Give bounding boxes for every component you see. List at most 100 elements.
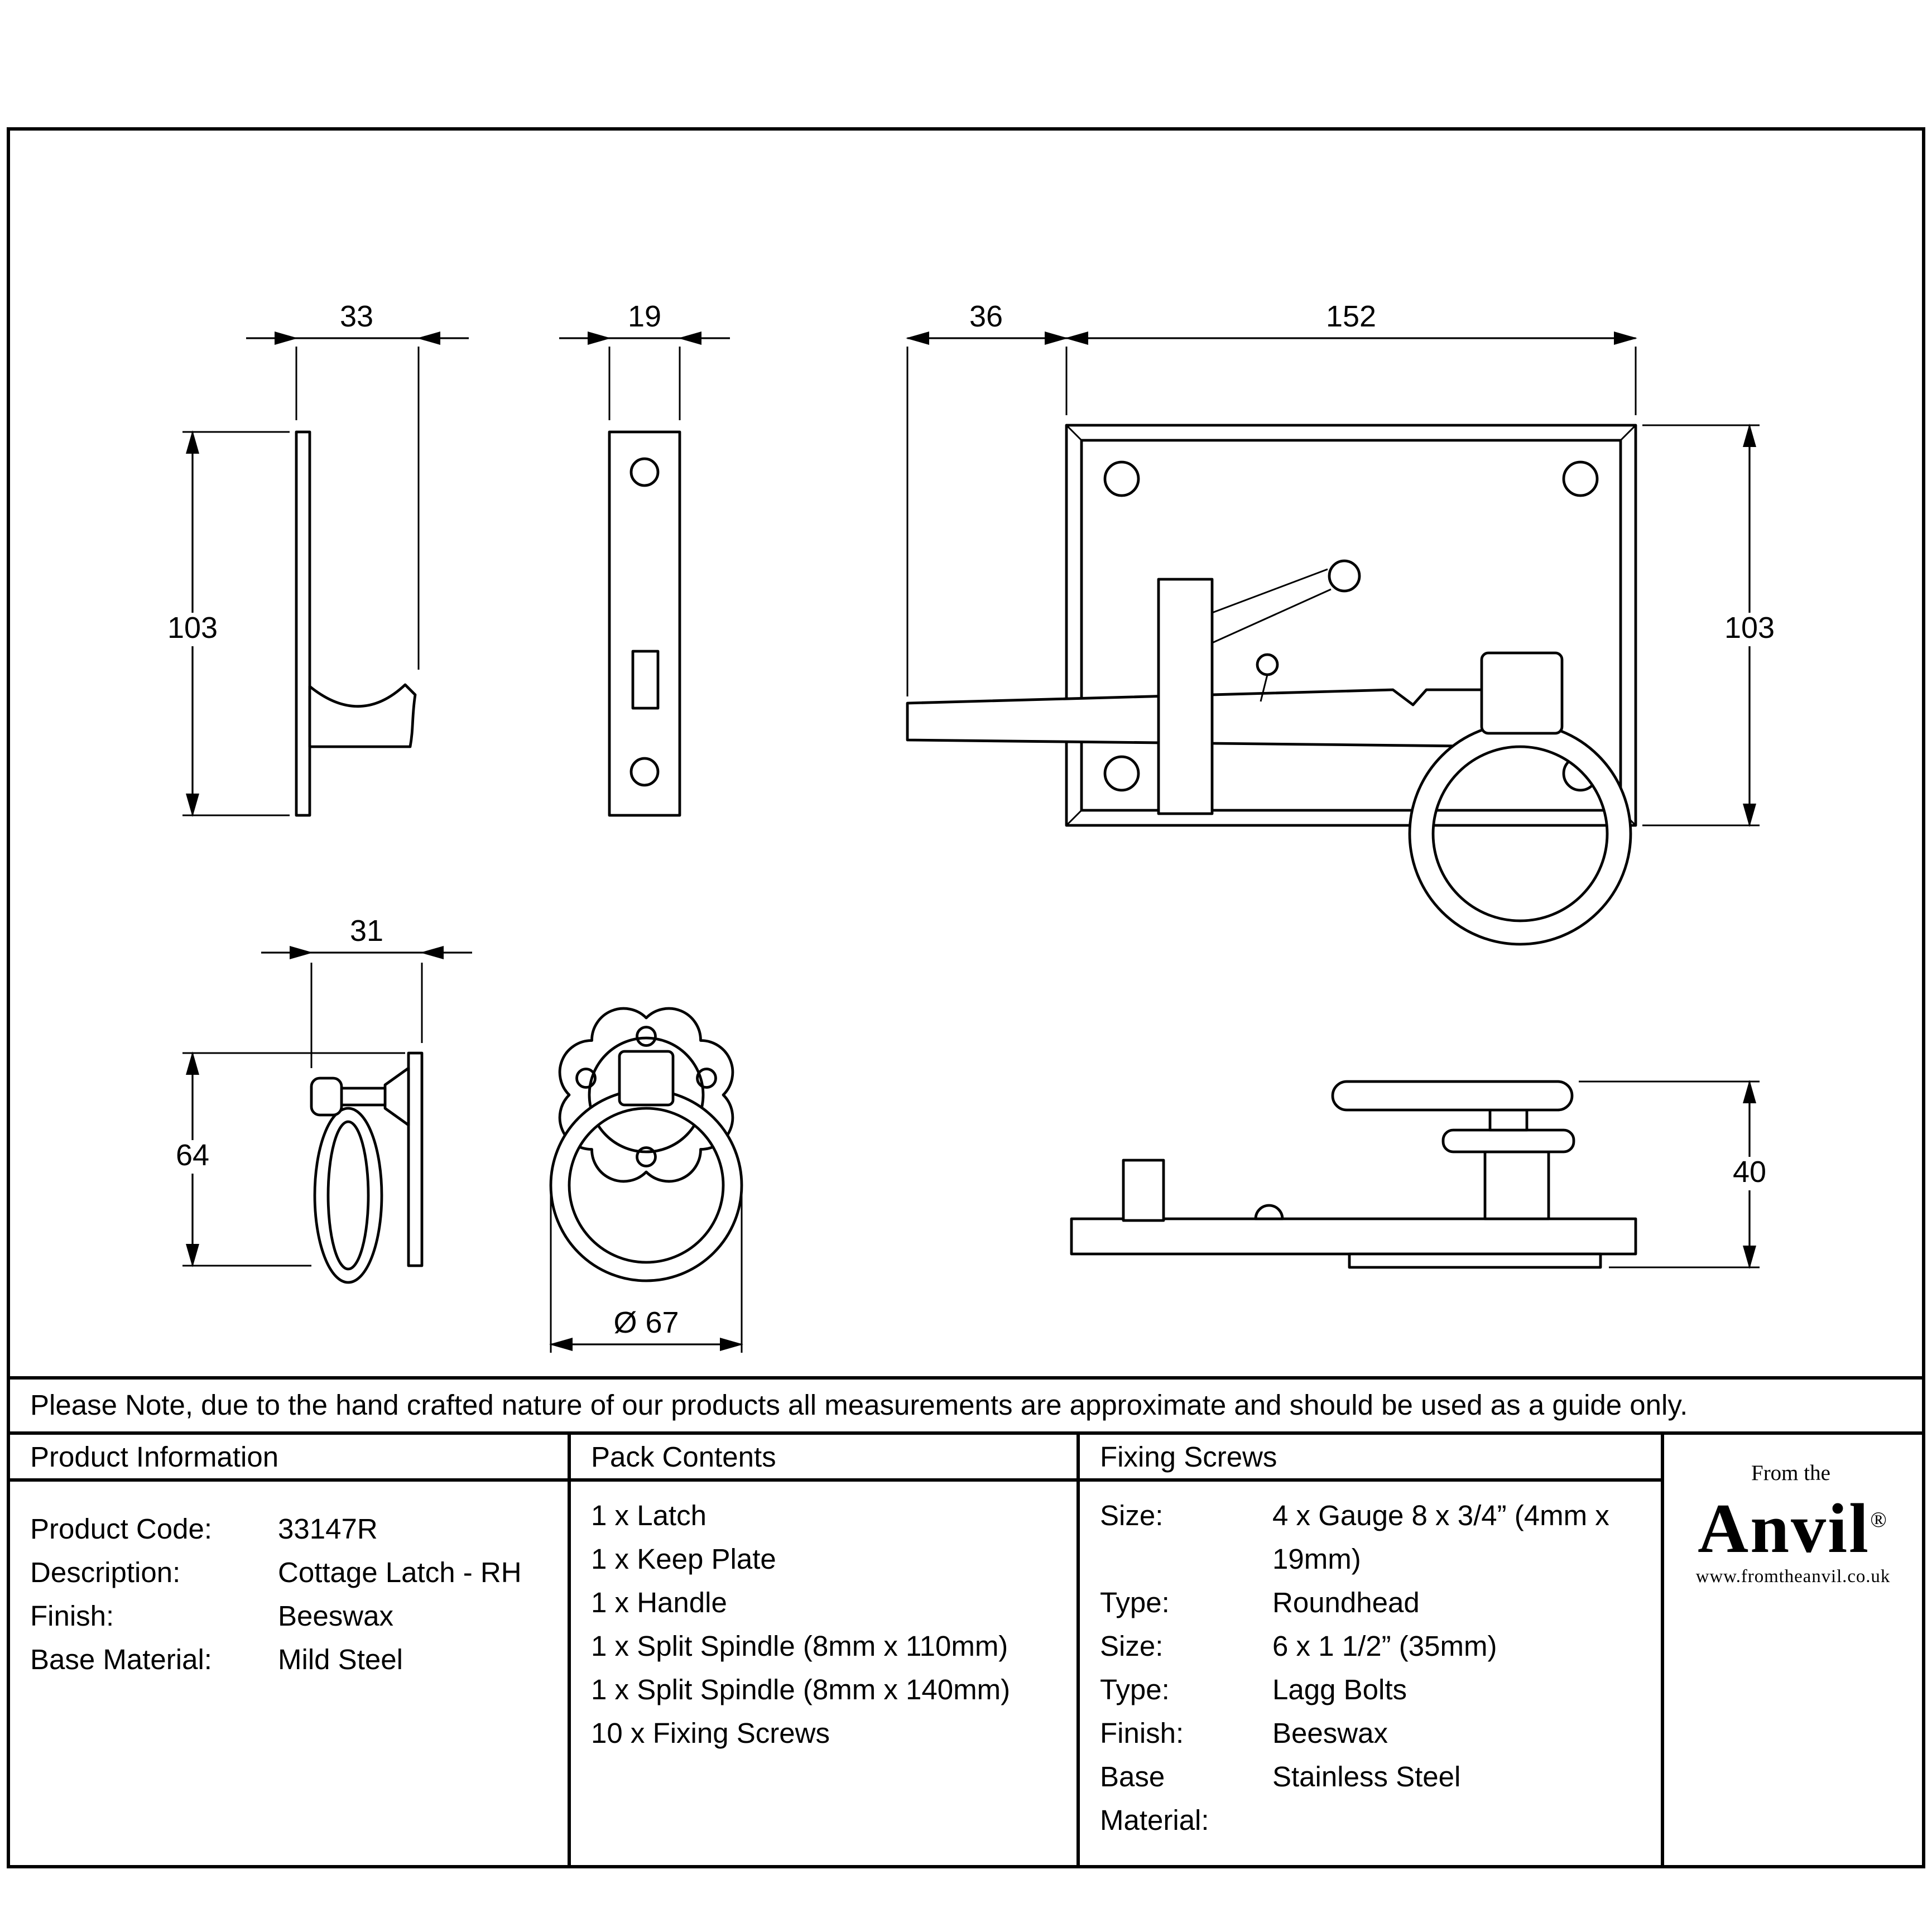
spring-ball (1328, 559, 1361, 593)
screw-hole (575, 1068, 597, 1089)
table-row: Finish: Beeswax (30, 1595, 547, 1639)
table-row: Type: Roundhead (1100, 1582, 1641, 1626)
screw-hole (629, 457, 660, 487)
row-label: Size: (1100, 1631, 1164, 1662)
row-value: Lagg Bolts (1272, 1674, 1407, 1706)
anvil-logo: From the Anvil® www.fromtheanvil.co.uk (1664, 1435, 1922, 1588)
row-label: Finish: (1100, 1718, 1184, 1750)
sheet-border-box: 33 103 19 (7, 127, 1925, 1868)
row-value: Roundhead (1272, 1587, 1420, 1619)
row-label: Product Code: (30, 1513, 213, 1545)
latch-front-view: 36 152 103 (906, 300, 1780, 946)
dim-ring-diameter: Ø 67 (613, 1306, 679, 1339)
keeper-plan (1122, 1159, 1165, 1222)
product-information-header: Product Information (10, 1435, 568, 1482)
table-row: Type: Lagg Bolts (1100, 1669, 1641, 1713)
dim-stack-height: 40 (1733, 1155, 1766, 1189)
row-label: Type: (1100, 1674, 1170, 1706)
screw-dome (1254, 1204, 1284, 1220)
ring-hub-side (310, 1076, 343, 1117)
screw-hole (629, 757, 660, 787)
plate-plan (1070, 1217, 1637, 1256)
rose-side (383, 1066, 410, 1127)
dim-plate-height-left: 103 (167, 611, 218, 645)
note-row: Please Note, due to the hand crafted nat… (10, 1376, 1922, 1431)
dim-handle-depth: 31 (350, 914, 383, 948)
pack-contents-header: Pack Contents (571, 1435, 1076, 1482)
list-item: 10 x Fixing Screws (591, 1718, 830, 1750)
table-row: Base Material: Mild Steel (30, 1639, 547, 1683)
ring-boss (1480, 651, 1564, 735)
bar-under-plate (1348, 1252, 1602, 1269)
fixing-screws-header: Fixing Screws (1080, 1435, 1661, 1482)
logo-website: www.fromtheanvil.co.uk (1695, 1567, 1891, 1587)
list-item: 1 x Latch (591, 1500, 707, 1532)
row-value: Beeswax (1272, 1718, 1388, 1750)
screw-hole (1103, 460, 1140, 497)
list-item: 1 x Split Spindle (8mm x 110mm) (591, 1631, 1008, 1662)
spec-table: Product Information Product Code: 33147R… (10, 1431, 1922, 1865)
row-value: 33147R (278, 1513, 378, 1545)
handle-backplate-side (407, 1051, 424, 1267)
handle-front-view: Ø 67 (549, 1007, 743, 1353)
pack-contents-column: Pack Contents 1 x Latch 1 x Keep Plate 1… (568, 1435, 1076, 1865)
row-value: Mild Steel (278, 1644, 403, 1676)
row-label: Size: (1100, 1500, 1164, 1532)
row-label: Description: (30, 1557, 181, 1589)
screw-hole (1562, 460, 1599, 497)
product-information-column: Product Information Product Code: 33147R… (10, 1435, 568, 1865)
table-row: Size: 6 x 1 1/2” (35mm) (1100, 1626, 1641, 1669)
ring-loop-side (313, 1107, 383, 1284)
list-item: 1 x Keep Plate (591, 1544, 776, 1575)
table-row: Description: Cottage Latch - RH (30, 1552, 547, 1595)
logo-cell: From the Anvil® www.fromtheanvil.co.uk (1661, 1435, 1922, 1865)
row-value: Stainless Steel (1272, 1761, 1461, 1793)
dim-latch-thickness: 33 (340, 300, 373, 333)
row-label: Finish: (30, 1601, 114, 1632)
row-label: Base Material: (1100, 1761, 1209, 1837)
rose-plan (1441, 1128, 1575, 1154)
ring-plan (1331, 1080, 1574, 1112)
dim-plate-width: 152 (1326, 300, 1376, 333)
keep-slot (631, 650, 660, 710)
drawing-area: 33 103 19 (10, 131, 1922, 1376)
registered-mark: ® (1870, 1507, 1888, 1532)
split-pin (1256, 653, 1279, 676)
row-value: 6 x 1 1/2” (35mm) (1272, 1631, 1497, 1662)
fixing-screws-column: Fixing Screws Size: 4 x Gauge 8 x 3/4” (… (1076, 1435, 1661, 1865)
dim-handle-height: 64 (176, 1138, 209, 1172)
list-item: 1 x Split Spindle (8mm x 140mm) (591, 1674, 1011, 1706)
latch-side-view: 33 103 (162, 300, 469, 817)
spindle-stem (337, 1087, 387, 1107)
table-row: Product Code: 33147R (30, 1508, 547, 1552)
list-item: 1 x Handle (591, 1587, 727, 1619)
table-row: Size: 4 x Gauge 8 x 3/4” (4mm x 19mm) (1100, 1495, 1641, 1582)
dim-plate-height-right: 103 (1724, 611, 1775, 645)
table-row: Finish: Beeswax (1100, 1713, 1641, 1756)
technical-drawing: 33 103 19 (162, 300, 1780, 1353)
ring-handle-front (549, 1088, 743, 1282)
row-value: Beeswax (278, 1601, 393, 1632)
ring-handle (1408, 722, 1632, 946)
row-label: Base Material: (30, 1644, 213, 1676)
screw-hole (696, 1068, 717, 1089)
dim-bar-projection: 36 (969, 300, 1003, 333)
logo-tagline: From the (1751, 1460, 1830, 1485)
handle-side-view: 31 64 (162, 914, 472, 1284)
row-value: Cottage Latch - RH (278, 1557, 522, 1589)
row-label: Type: (1100, 1587, 1170, 1619)
logo-brand-text: Anvil (1698, 1492, 1871, 1569)
keep-plate-view: 19 (559, 300, 730, 817)
screw-hole (636, 1026, 657, 1047)
screw-hole (1103, 755, 1140, 792)
row-value: 4 x Gauge 8 x 3/4” (4mm x 19mm) (1272, 1500, 1609, 1575)
ring-hub-front (618, 1050, 675, 1107)
logo-brand: Anvil® (1664, 1485, 1922, 1565)
dim-keep-depth: 19 (628, 300, 661, 333)
latch-guide-bracket (1157, 578, 1214, 815)
table-row: Base Material: Stainless Steel (1100, 1756, 1641, 1843)
note-text: Please Note, due to the hand crafted nat… (30, 1388, 1688, 1421)
screw-hole (636, 1146, 657, 1167)
latch-catch-profile (308, 683, 417, 748)
